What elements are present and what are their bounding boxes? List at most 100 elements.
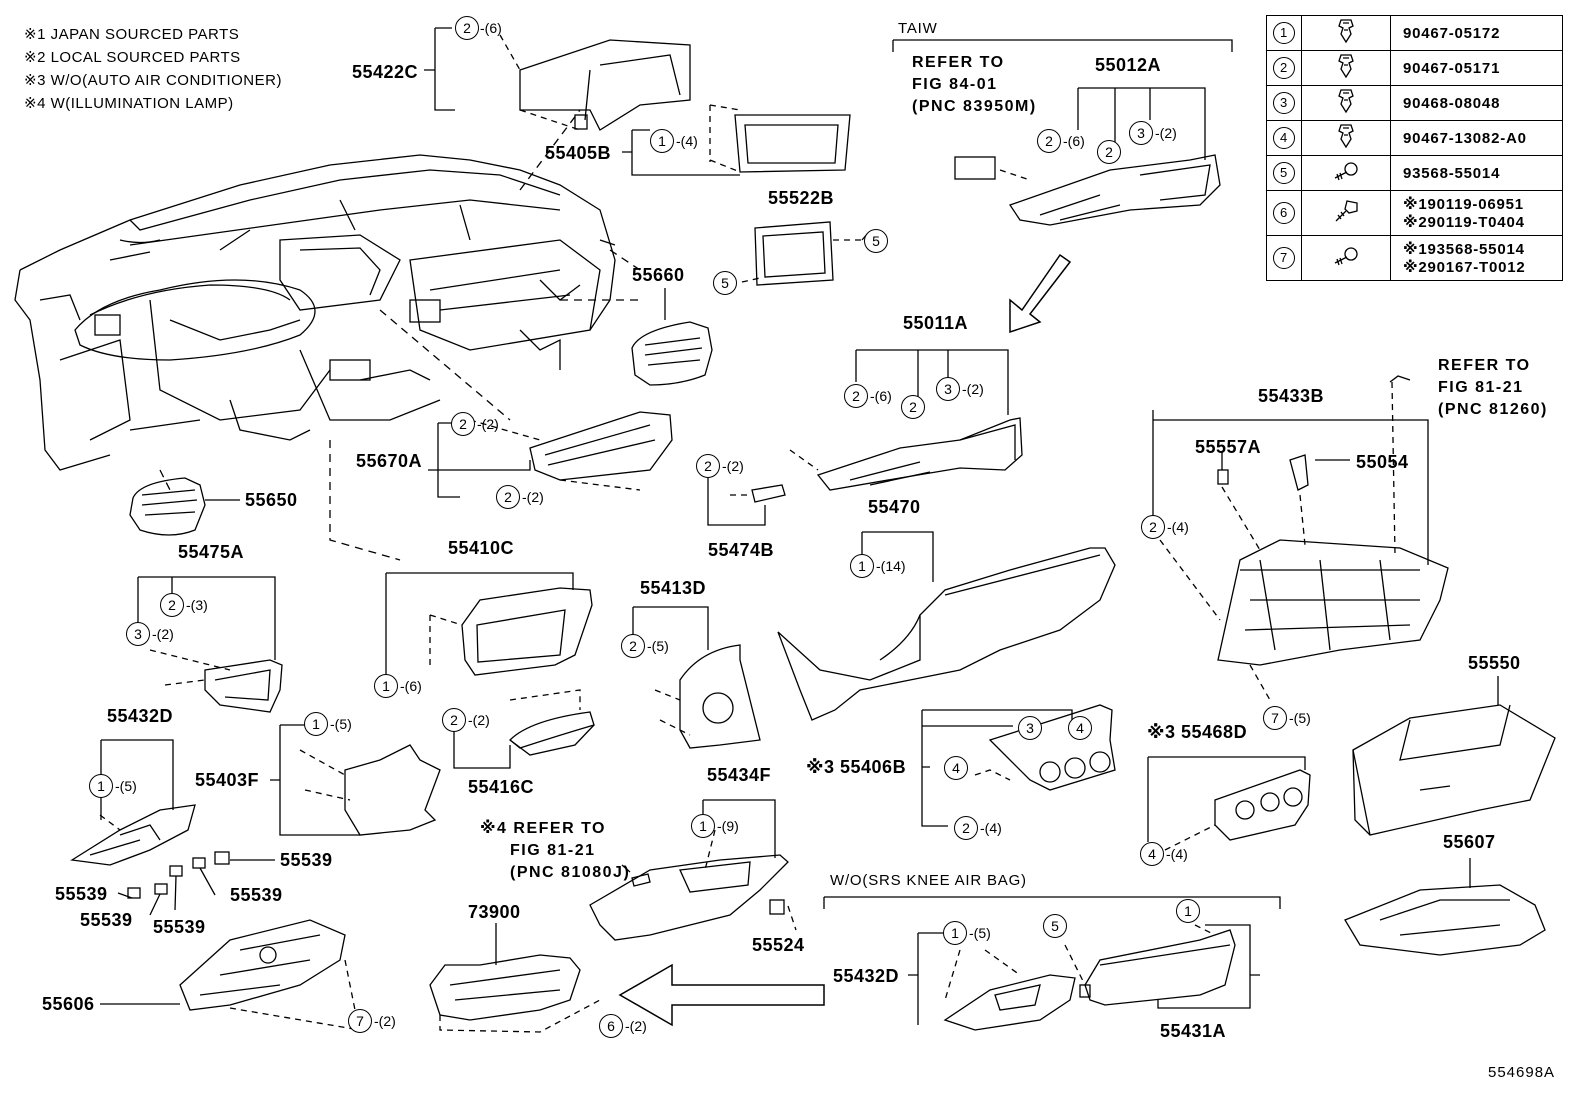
taiw-bracket bbox=[892, 39, 1233, 52]
callout-55422c: 2 bbox=[455, 16, 479, 40]
qty-55416c: -(2) bbox=[468, 712, 490, 728]
bracket-55475a bbox=[137, 576, 276, 660]
part-55011a: 55011A bbox=[903, 313, 969, 333]
taiw-refer-line3: (PNC 83950M) bbox=[912, 98, 1037, 115]
callout-55406b-2: 2 bbox=[954, 816, 978, 840]
qty-55012a-3: -(2) bbox=[1155, 125, 1177, 141]
part-55406b: ※3 55406B bbox=[806, 757, 907, 777]
part-55474b: 55474B bbox=[708, 540, 775, 560]
refer-81260-line3: (PNC 81260) bbox=[1438, 401, 1548, 418]
qty-55011a-3: -(2) bbox=[962, 381, 984, 397]
taiw-label: TAIW bbox=[898, 20, 938, 37]
qty-55432d: -(5) bbox=[115, 778, 137, 794]
part-55524: 55524 bbox=[752, 935, 805, 955]
qty-55475a-2: -(2) bbox=[152, 626, 174, 642]
callout-55606: 7 bbox=[348, 1009, 372, 1033]
instrument-panel-drawing bbox=[14, 154, 616, 471]
callout-55522b-right: 5 bbox=[864, 229, 888, 253]
bracket-55011a bbox=[855, 349, 1009, 415]
part-55403f: 55403F bbox=[195, 770, 260, 790]
note-wo-auto-ac: ※3 W/O(AUTO AIR CONDITIONER) bbox=[24, 72, 282, 89]
assembly-guides bbox=[159, 109, 641, 561]
fastener-part-number: ※190119-06951※290119-T0404 bbox=[1390, 190, 1563, 236]
bracket-55432d-lower bbox=[908, 932, 944, 1025]
fastener-number: 6 bbox=[1266, 190, 1302, 236]
note-w-illumination: ※4 W(ILLUMINATION LAMP) bbox=[24, 95, 234, 112]
callout-55670a-bottom: 2 bbox=[496, 485, 520, 509]
qty-55410c: -(6) bbox=[400, 678, 422, 694]
callout-55406b-3: 3 bbox=[1018, 716, 1042, 740]
part-55405b-drawing bbox=[709, 104, 851, 173]
bracket-55670a bbox=[428, 422, 531, 498]
screw-icon bbox=[1301, 155, 1391, 191]
fastener-number: 2 bbox=[1266, 50, 1302, 86]
qty-55406b-2: -(4) bbox=[980, 820, 1002, 836]
part-55403f-drawing bbox=[299, 744, 441, 836]
part-55660-drawing bbox=[631, 288, 713, 386]
part-55539-left: 55539 bbox=[55, 884, 108, 904]
part-55606: 55606 bbox=[42, 994, 95, 1014]
callout-55433b-lower: 7 bbox=[1263, 706, 1287, 730]
qty-73900: -(2) bbox=[625, 1018, 647, 1034]
bracket-55470 bbox=[861, 531, 934, 582]
bracket-55406b bbox=[921, 709, 1073, 827]
part-55406b-drawing bbox=[974, 704, 1116, 791]
qty-55475a-1: -(3) bbox=[186, 597, 208, 613]
qty-55011a-1: -(6) bbox=[870, 388, 892, 404]
part-55670a-drawing bbox=[469, 411, 673, 491]
qty-55434f: -(9) bbox=[717, 818, 739, 834]
callout-55431a-5: 5 bbox=[1043, 914, 1067, 938]
fastener-part-number: 90467-05171 bbox=[1390, 50, 1563, 86]
part-55434f: 55434F bbox=[707, 765, 772, 785]
clip-icon bbox=[1301, 120, 1391, 156]
fastener-part-number: 93568-55014 bbox=[1390, 155, 1563, 191]
part-55607: 55607 bbox=[1443, 832, 1496, 852]
qty-55413d: -(5) bbox=[647, 638, 669, 654]
part-55012a: 55012A bbox=[1095, 55, 1162, 75]
bracket-55403f bbox=[270, 724, 360, 836]
knee-airbag-bracket bbox=[823, 896, 1281, 909]
bracket-55405b bbox=[622, 129, 740, 176]
part-55011a-drawing bbox=[789, 417, 1023, 491]
part-55432d: 55432D bbox=[107, 706, 174, 726]
part-55475a: 55475A bbox=[178, 542, 245, 562]
callout-55474b: 2 bbox=[696, 454, 720, 478]
callout-55468d: 4 bbox=[1140, 842, 1164, 866]
callout-55011a-2: 2 bbox=[901, 395, 925, 419]
bracket-55416c bbox=[453, 730, 511, 769]
callout-55011a-1: 2 bbox=[844, 384, 868, 408]
qty-55432d-lower: -(5) bbox=[969, 925, 991, 941]
fastener-part-number: 90468-08048 bbox=[1390, 85, 1563, 121]
part-55432d-drawing bbox=[70, 804, 196, 866]
qty-55012a-1: -(6) bbox=[1063, 133, 1085, 149]
part-55550-drawing bbox=[1352, 676, 1556, 836]
part-73900-drawing bbox=[429, 954, 601, 1033]
fastener-part-number: ※193568-55014※290167-T0012 bbox=[1390, 235, 1563, 281]
clip-55539-drawings bbox=[117, 851, 275, 916]
part-55468d: ※3 55468D bbox=[1147, 722, 1248, 742]
bracket-55431a bbox=[1157, 924, 1260, 1009]
part-55650: 55650 bbox=[245, 490, 298, 510]
part-55431a-drawing bbox=[1064, 924, 1236, 1006]
callout-55012a-2: 2 bbox=[1097, 140, 1121, 164]
bracket-55012a bbox=[1077, 87, 1206, 160]
refer-81260-line1: REFER TO bbox=[1438, 357, 1531, 374]
callout-55475a-1: 2 bbox=[160, 593, 184, 617]
part-55539-bottom: 55539 bbox=[153, 917, 206, 937]
callout-55434f: 1 bbox=[691, 814, 715, 838]
callout-55405b: 1 bbox=[650, 129, 674, 153]
callout-55410c: 1 bbox=[374, 674, 398, 698]
callout-55522b-left: 5 bbox=[713, 271, 737, 295]
bracket-55434f bbox=[702, 799, 776, 858]
qty-55422c: -(6) bbox=[480, 20, 502, 36]
refer-81080j-line2: FIG 81-21 bbox=[510, 842, 596, 859]
part-55474b-drawing bbox=[730, 484, 786, 503]
bracket-55410c bbox=[385, 572, 574, 676]
callout-55413d: 2 bbox=[621, 634, 645, 658]
part-55433b-drawing bbox=[1159, 375, 1449, 701]
callout-55431a-1: 1 bbox=[1176, 899, 1200, 923]
part-55416c-drawing bbox=[509, 689, 595, 756]
